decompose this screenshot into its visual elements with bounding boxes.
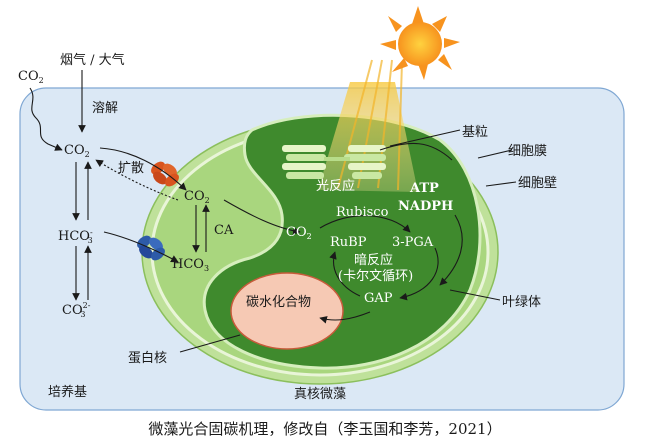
co2-cell-label: CO2: [184, 189, 210, 205]
figure-caption: 微藻光合固碳机理，修改自（李玉国和李芳，2021）: [148, 420, 501, 438]
co3-medium-label: CO2-3: [62, 301, 91, 319]
dissolve-label: 溶解: [92, 101, 118, 116]
dark-reaction-label: 暗反应: [354, 252, 393, 268]
cell-membrane-label: 细胞膜: [508, 144, 547, 159]
reaction-arrows: [29, 70, 517, 353]
atp-label: ATP: [409, 181, 439, 196]
co2-outside-label: CO2: [18, 69, 44, 85]
pga-label: 3-PGA: [392, 235, 434, 250]
diffuse-label: 扩散: [118, 161, 144, 176]
culture-medium-label: 培养基: [48, 384, 87, 400]
hco3-medium-label: HCO-3: [58, 228, 93, 245]
nadph-label: NADPH: [398, 199, 453, 214]
hco3-transporter-icon: [137, 235, 165, 261]
pyrenoid-shape: [230, 272, 344, 350]
calvin-cycle-label: (卡尔文循环): [338, 269, 413, 284]
grana-stack: [282, 145, 386, 179]
sun-icon: [380, 6, 460, 80]
flue-gas-label: 烟气 / 大气: [60, 52, 125, 68]
ca-enzyme-label: CA: [214, 223, 234, 238]
co2-medium-label: CO2: [64, 143, 90, 159]
carbohydrate-label: 碳水化合物: [246, 295, 311, 310]
pyrenoid-label: 蛋白核: [128, 350, 167, 366]
gap-label: GAP: [364, 291, 393, 306]
grana-label: 基粒: [462, 125, 488, 140]
rubisco-label: Rubisco: [336, 205, 389, 220]
hco3-cell-label: HCO3: [172, 257, 209, 273]
microalgae-label: 真核微藻: [294, 387, 346, 402]
cell-wall-label: 细胞壁: [518, 176, 557, 191]
chloroplast-label: 叶绿体: [502, 295, 541, 310]
co2-transporter-icon: [151, 161, 179, 187]
rubp-label: RuBP: [330, 235, 367, 250]
co2-chloroplast-label: CO2: [286, 225, 312, 241]
light-reaction-label: 光反应: [316, 178, 355, 194]
